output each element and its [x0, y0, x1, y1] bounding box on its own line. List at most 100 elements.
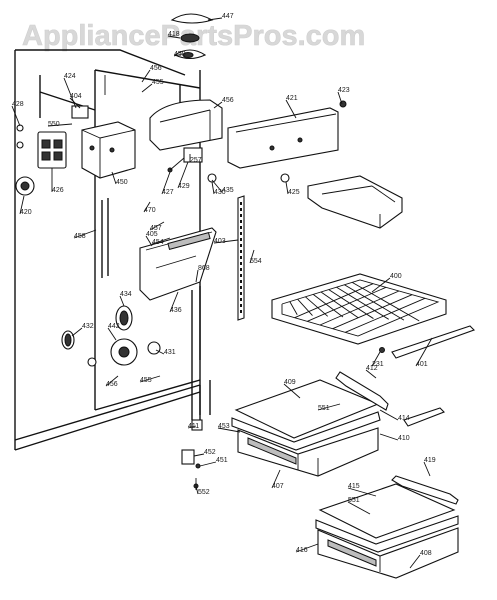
leader-line	[423, 461, 431, 477]
leader-line	[145, 235, 153, 247]
leader-line	[271, 469, 281, 489]
leader-line	[161, 171, 171, 195]
leader-line	[415, 337, 433, 367]
part-number-label: 404	[70, 93, 82, 100]
part-number-label: 452	[204, 449, 216, 456]
part-number-label: 868	[198, 265, 210, 272]
glass-shelf	[271, 273, 447, 353]
leader-line	[379, 433, 399, 441]
leader-line	[285, 99, 297, 119]
part-number-label: 409	[284, 379, 296, 386]
shelf-grid-line	[307, 286, 387, 322]
ladder-slot	[240, 268, 242, 271]
part-number-label: 427	[162, 189, 174, 196]
shelf-grid-line	[336, 286, 389, 320]
part-number-label: 410	[398, 435, 410, 442]
shelf-grid-line	[297, 298, 313, 316]
rear-panel	[139, 227, 217, 301]
part-number-label: 401	[416, 361, 428, 368]
leader-line	[69, 97, 81, 109]
leader-line	[199, 461, 217, 467]
shelf-grid-line	[319, 290, 400, 326]
ladder-slot	[240, 244, 242, 247]
ladder-slot	[240, 310, 242, 313]
part-number-label: 454	[152, 239, 164, 246]
ladder-slot	[240, 238, 242, 241]
light-socket	[167, 147, 217, 183]
leader-line	[285, 181, 289, 195]
lower-crisper-pan	[315, 475, 459, 579]
part-number-label: 426	[52, 187, 64, 194]
ladder-slot	[240, 256, 242, 259]
leader-line	[207, 17, 223, 21]
shelf-grid-line	[320, 291, 359, 319]
part-number-label: 455	[140, 377, 152, 384]
leader-line	[177, 161, 189, 189]
part-number-label: 550	[48, 121, 60, 128]
part-number-label: 456	[106, 381, 118, 388]
part-number-label: 430	[214, 189, 226, 196]
part-number-label: 436	[170, 307, 182, 314]
part-number-label: 447	[222, 13, 234, 20]
leader-line	[143, 201, 151, 213]
leader-line	[139, 375, 161, 383]
ladder-slot	[240, 214, 242, 217]
leader-line	[47, 123, 73, 127]
part-number-label: 451	[216, 457, 228, 464]
part-number-label: 554	[250, 258, 262, 265]
shelf-trim	[391, 325, 476, 359]
leader-line	[371, 351, 381, 367]
hinge-bracket	[181, 419, 203, 490]
leader-line	[167, 35, 181, 39]
part-number-label: 425	[288, 189, 300, 196]
shelf-grid-line	[289, 301, 298, 315]
part-number-label: 458	[74, 233, 86, 240]
leader-line	[141, 83, 153, 93]
leader-line	[217, 427, 241, 433]
support-rails	[101, 198, 201, 420]
shelf-grid-line	[294, 283, 374, 319]
leader-line	[173, 53, 183, 57]
leader-line	[169, 291, 179, 313]
part-number-label: 450	[174, 51, 186, 58]
part-number-label: 552	[198, 489, 210, 496]
leader-line	[19, 195, 25, 215]
part-number-label: 456	[222, 97, 234, 104]
ladder-slot	[240, 274, 242, 277]
dairy-bin	[307, 175, 403, 229]
part-number-label: 407	[272, 483, 284, 490]
part-number-label: 421	[286, 95, 298, 102]
top-fan-assembly	[170, 13, 214, 60]
leader-line	[195, 485, 199, 495]
part-number-label: 416	[296, 547, 308, 554]
part-number-label: 424	[64, 73, 76, 80]
control-panel	[227, 100, 347, 183]
part-number-label: 415	[348, 483, 360, 490]
part-number-label: 432	[82, 323, 94, 330]
air-duct-cover	[149, 99, 223, 151]
part-number-label: 455	[152, 79, 164, 86]
part-number-label: 450	[116, 179, 128, 186]
leader-line	[379, 409, 399, 421]
ladder-slot	[240, 250, 242, 253]
leader-line	[187, 425, 197, 429]
leader-line	[409, 554, 421, 569]
thermostat-box	[81, 121, 136, 179]
shelf-grid-line	[305, 296, 329, 317]
leader-line	[317, 403, 341, 411]
leader-line	[73, 229, 97, 239]
shelf-grid-line	[345, 297, 426, 333]
leader-line	[283, 383, 301, 399]
shelf-grid-line	[312, 294, 344, 318]
part-number-label: 453	[218, 423, 230, 430]
part-number-label: 457	[150, 225, 162, 232]
ladder-slot	[240, 232, 242, 235]
leader-line	[213, 101, 223, 109]
part-number-label: 411	[188, 423, 199, 430]
shelf-ladder	[237, 195, 245, 321]
ladder-slot	[240, 220, 242, 223]
leader-line	[105, 375, 119, 387]
control-housing-left	[15, 105, 89, 196]
